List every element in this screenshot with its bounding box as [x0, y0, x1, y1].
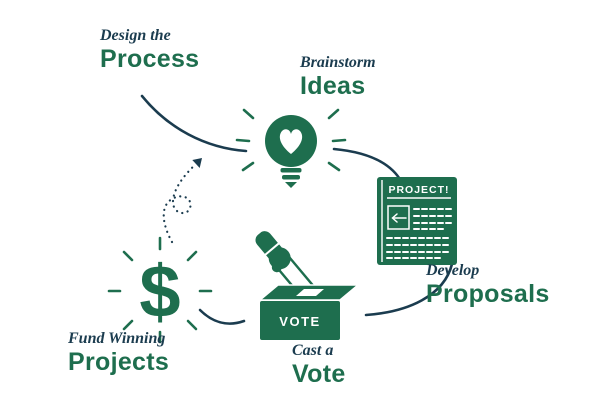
step-fund-winning-projects: Fund Winning Projects: [68, 330, 170, 376]
step-pre-label: Fund Winning: [68, 330, 166, 347]
cuff: [264, 242, 280, 256]
step-main-label: Vote: [292, 359, 346, 388]
step-main-label: Process: [100, 44, 200, 73]
step-pre-label: Brainstorm: [300, 54, 376, 71]
step-pre-label: Develop: [426, 262, 480, 279]
vote-label: VOTE: [279, 314, 320, 329]
step-cast-a-vote: Cast a Vote: [292, 342, 346, 388]
box-slot: [296, 289, 324, 296]
dotted-arrowhead: [192, 158, 202, 168]
document-title: PROJECT!: [388, 184, 449, 196]
step-main-label: Projects: [68, 347, 170, 376]
arc-vote-to-fund: [198, 308, 246, 325]
step-design-the-process: Design the Process: [100, 27, 200, 73]
step-develop-proposals: Develop Proposals: [426, 262, 550, 308]
dollar-icon: $: [107, 236, 213, 344]
connector-arcs: [140, 94, 454, 325]
heart-icon: [279, 129, 303, 154]
box-front: [260, 301, 340, 340]
thumb: [271, 262, 282, 273]
ballot-box-icon: VOTE: [255, 231, 361, 340]
document-text-lines: [386, 208, 452, 259]
proposal-document-icon: PROJECT!: [377, 177, 457, 265]
lightbulb-icon: [235, 108, 347, 188]
arc-design-to-ideas: [140, 94, 248, 153]
dotted-arrow: [162, 158, 202, 244]
arc-proposals-to-vote: [364, 262, 454, 317]
step-brainstorm-ideas: Brainstorm Ideas: [300, 54, 376, 100]
step-main-label: Ideas: [300, 71, 366, 100]
dollar-glyph: $: [139, 250, 180, 333]
step-pre-label: Design the: [100, 27, 171, 44]
document-figure-box: [387, 205, 410, 230]
dollar-rays: [107, 236, 213, 344]
lightbulb-rays: [235, 108, 347, 172]
step-main-label: Proposals: [426, 279, 550, 308]
arc-ideas-to-proposals: [332, 147, 403, 183]
step-pre-label: Cast a: [292, 342, 334, 359]
